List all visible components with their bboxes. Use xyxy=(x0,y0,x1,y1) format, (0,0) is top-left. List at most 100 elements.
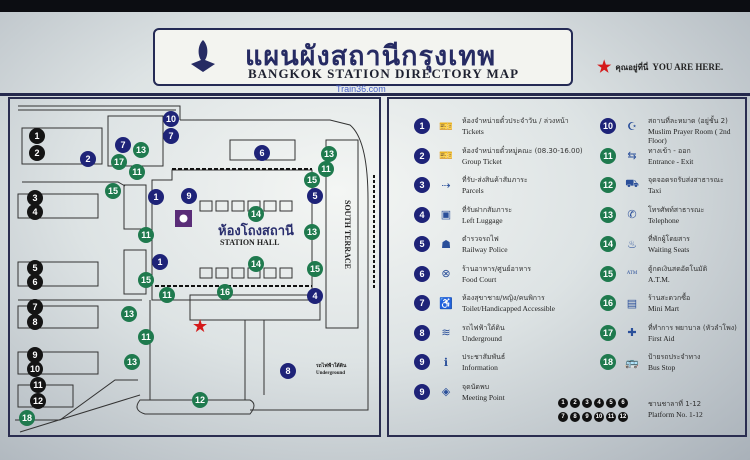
south-terrace-label: SOUTH TERRACE xyxy=(343,200,352,269)
platform-number: 5 xyxy=(606,398,616,408)
legend-label-th: จุดจอดรถรับส่งสาธารณะ xyxy=(648,176,724,184)
map-marker: 7 xyxy=(27,299,43,315)
legend-label-en: Toilet/Handicapped Accessible xyxy=(462,304,555,313)
platform-number: 12 xyxy=(618,412,628,422)
map-marker: 1 xyxy=(29,128,45,144)
platform-legend: ชานชาลาที่ 1-12 Platform No. 1-12 xyxy=(648,399,703,419)
station-hall-en: STATION HALL xyxy=(220,238,280,247)
map-marker: 10 xyxy=(27,361,43,377)
underground-th: รถไฟฟ้าใต้ดิน xyxy=(316,363,347,369)
first-aid-icon: ✚ xyxy=(627,327,637,339)
legend-label-th: ที่ทำการ พยาบาล (หัวลำโพง) xyxy=(648,323,737,332)
legend-label-th: ทางเข้า - ออก xyxy=(648,146,691,155)
legend-label-th: ร้านอาหาร/ศูนย์อาหาร xyxy=(462,264,532,273)
legend-label-th: รถไฟฟ้าใต้ดิน xyxy=(462,323,505,332)
legend-label-en: Waiting Seats xyxy=(648,245,690,254)
you-are-here-star-icon: ★ xyxy=(192,316,209,336)
map-marker: 11 xyxy=(159,287,175,303)
legend-label-th: ที่รับฝากสัมภาระ xyxy=(462,205,513,214)
map-marker: 9 xyxy=(27,347,43,363)
underground-en: Underground xyxy=(316,371,346,376)
map-marker: 11 xyxy=(138,329,154,345)
legend-label-en: Telephone xyxy=(648,215,680,225)
star-icon: ★ xyxy=(597,59,612,76)
legend-label-en: Entrance - Exit xyxy=(648,156,694,166)
map-marker: 13 xyxy=(121,306,137,322)
legend-number: 1 xyxy=(414,118,430,134)
legend-frame xyxy=(387,97,747,437)
platform-number: 8 xyxy=(570,412,580,422)
legend-label-en: Muslim Prayer Room ( 2nd Floor) xyxy=(648,127,731,145)
legend-label-en: Parcels xyxy=(462,186,484,195)
legend-label-en: First Aid xyxy=(648,333,675,343)
map-marker: 12 xyxy=(30,393,46,409)
legend-label-en: Tickets xyxy=(462,127,484,136)
group-ticket-icon: 🎫 xyxy=(439,150,453,162)
legend-number: 7 xyxy=(414,295,430,311)
you-are-here-en: YOU ARE HERE. xyxy=(652,62,724,72)
map-marker: 13 xyxy=(124,354,140,370)
legend-label-th: ร้านสะดวกซื้อ xyxy=(648,294,691,302)
toilet-icon: ♿ xyxy=(439,297,453,310)
map-marker: 11 xyxy=(318,161,334,177)
platform-number: 3 xyxy=(582,398,592,408)
legend-number: 5 xyxy=(414,236,430,252)
platform-th: ชานชาลาที่ 1-12 xyxy=(648,400,702,408)
legend-item: 10☪สถานที่ละหมาด (อยู่ชั้น 2)Muslim Pray… xyxy=(600,116,750,145)
map-marker: 11 xyxy=(129,164,145,180)
platform-number: 11 xyxy=(606,412,616,422)
platform-number: 4 xyxy=(594,398,604,408)
map-marker: 1 xyxy=(148,189,164,205)
map-marker: 16 xyxy=(217,284,233,300)
taxi-icon: ⛟ xyxy=(625,178,639,190)
legend-number: 16 xyxy=(600,295,616,311)
legend-label-th: โทรศัพท์สาธารณะ xyxy=(648,205,705,214)
map-frame xyxy=(8,97,381,437)
map-marker: 14 xyxy=(248,256,264,272)
you-are-here-th: คุณอยู่ที่นี่ xyxy=(615,62,649,72)
map-marker: 18 xyxy=(19,410,35,426)
legend-item: 2🎫ห้องจำหน่ายตั๋วหมู่คณะ (08.30-16.00)Gr… xyxy=(414,146,583,166)
legend-label-th: ป้ายรถประจำทาง xyxy=(648,353,701,361)
legend-label-en: Information xyxy=(462,363,498,372)
legend-label-en: Meeting Point xyxy=(462,392,505,402)
bus-stop-icon: 🚌 xyxy=(625,356,639,369)
map-marker: 15 xyxy=(307,261,323,277)
watermark: Train36.com xyxy=(336,84,386,94)
legend-number: 14 xyxy=(600,236,616,252)
legend-number: 15 xyxy=(600,265,616,282)
legend-number: 6 xyxy=(414,265,430,282)
legend-label-th: ประชาสัมพันธ์ xyxy=(462,353,506,361)
platform-number: 7 xyxy=(558,412,568,422)
map-marker: 15 xyxy=(105,183,121,199)
legend-number: 10 xyxy=(600,118,616,134)
legend-label-th: ที่รับ-ส่งสินค้าสัมภาระ xyxy=(462,176,528,184)
station-hall-th: ห้องโถงสถานี xyxy=(218,224,294,239)
atm-icon: ATM xyxy=(626,271,638,276)
legend-label-en: Group Ticket xyxy=(462,156,502,166)
legend-number: 9 xyxy=(414,383,430,400)
map-marker: 6 xyxy=(27,274,43,290)
meeting-point-icon: ◈ xyxy=(441,386,451,398)
map-marker: 12 xyxy=(192,392,208,408)
map-marker: 7 xyxy=(115,137,131,153)
map-marker: 17 xyxy=(111,154,127,170)
legend-number: 9 xyxy=(414,354,430,370)
police-icon: ☗ xyxy=(441,238,451,251)
map-marker: 1 xyxy=(152,254,168,270)
map-marker: 6 xyxy=(254,145,270,161)
legend-label-en: Taxi xyxy=(648,186,662,195)
legend-label-th: จุดนัดพบ xyxy=(462,382,490,391)
divider xyxy=(0,93,750,96)
legend-label-th: สถานที่ละหมาด (อยู่ชั้น 2) xyxy=(648,117,728,125)
map-marker: 4 xyxy=(307,288,323,304)
